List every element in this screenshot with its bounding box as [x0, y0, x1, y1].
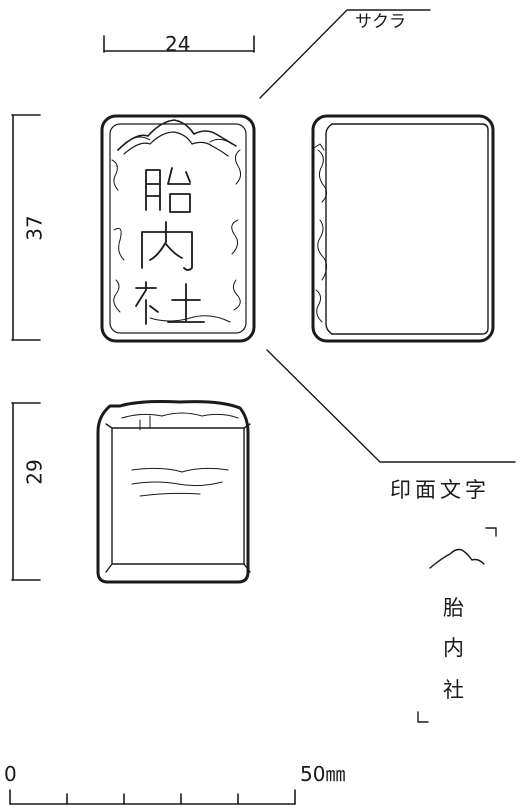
- width-dimension-line: [103, 35, 255, 53]
- top-view: [96, 400, 251, 584]
- height-dimension-line-top: [11, 114, 41, 341]
- seal-face-bracket-bottom: [417, 711, 429, 723]
- seal-face-leader: [266, 349, 516, 463]
- height-dimension-label-top: 37: [22, 215, 47, 241]
- wood-type-leader: [259, 9, 431, 99]
- width-dimension-label: 24: [165, 32, 191, 56]
- seal-face-label: 印面文字: [390, 478, 490, 502]
- scale-bar-end-label: 50㎜: [300, 762, 346, 786]
- seal-face-char-3: 社: [443, 678, 464, 702]
- side-view-outline: [311, 114, 495, 343]
- front-view-texture: [111, 136, 242, 323]
- engraved-characters: [135, 167, 205, 325]
- top-view-texture: [121, 412, 239, 497]
- front-view: [100, 114, 256, 343]
- seal-face-char-2: 内: [443, 636, 464, 660]
- front-view-outline: [100, 114, 256, 343]
- wood-type-label: サクラ: [355, 12, 406, 32]
- scale-bar-start-label: 0: [4, 762, 17, 786]
- seal-face-mountain-icon: [429, 548, 485, 569]
- seal-face-char-1: 胎: [443, 596, 464, 620]
- height-dimension-label-bottom: 29: [22, 459, 47, 485]
- seal-face-bracket-top: [485, 527, 497, 537]
- side-view-texture: [313, 143, 328, 323]
- top-view-outline: [96, 400, 250, 584]
- height-dimension-line-bottom: [11, 402, 41, 581]
- mountain-motif: [117, 119, 237, 151]
- side-view: [311, 114, 495, 343]
- scale-bar: [9, 789, 296, 805]
